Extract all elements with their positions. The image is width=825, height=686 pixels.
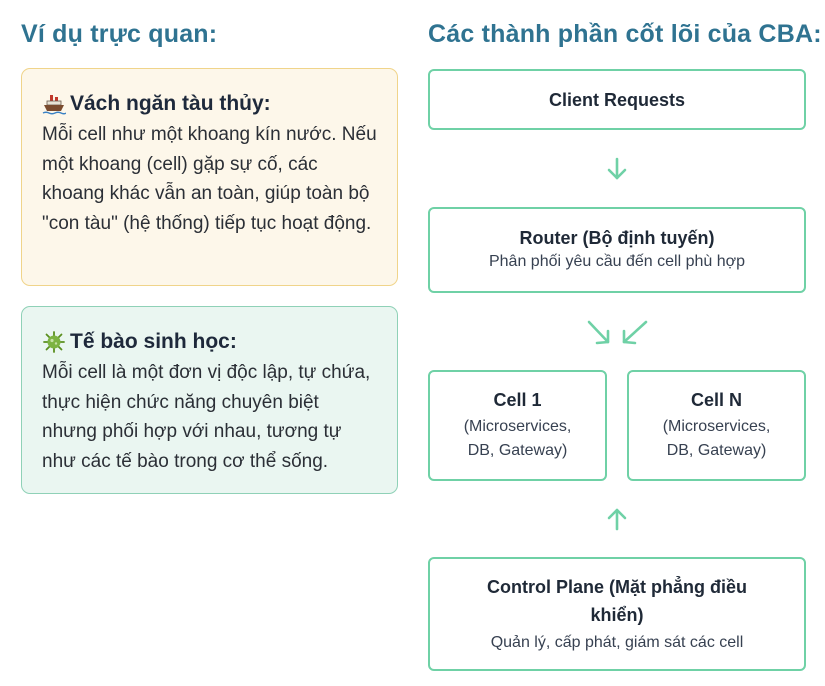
cell-1-node: Cell 1 (Microservices, DB, Gateway)	[428, 370, 607, 481]
components-heading: Các thành phần cốt lõi của CBA:	[428, 20, 822, 48]
cell-card-body: Mỗi cell là một đơn vị độc lập, tự chứa,…	[42, 362, 371, 472]
router-node: Router (Bộ định tuyến) Phân phối yêu cầu…	[428, 207, 806, 293]
split-arrows-icon	[587, 320, 648, 345]
ship-card-body: Mỗi cell như một khoang kín nước. Nếu mộ…	[42, 124, 377, 234]
cell-n-subtitle-line1: (Microservices,	[662, 418, 771, 435]
arrow-down-icon	[607, 157, 627, 180]
cell-n-subtitle-line2: DB, Gateway)	[666, 442, 767, 459]
ship-icon	[42, 92, 67, 116]
client-requests-title: Client Requests	[548, 89, 686, 110]
cell-card-title-row: Tế bào sinh học:	[42, 329, 377, 355]
router-title: Router (Bộ định tuyến)	[519, 228, 715, 248]
ship-card-title-row: Vách ngăn tàu thủy:	[42, 91, 377, 117]
ship-card-title: Vách ngăn tàu thủy:	[70, 92, 271, 115]
examples-heading: Ví dụ trực quan:	[21, 20, 218, 48]
client-requests-node: Client Requests	[428, 69, 806, 130]
arrow-up-icon	[607, 508, 627, 531]
cell-1-subtitle-line2: DB, Gateway)	[467, 442, 568, 459]
cell-1-title: Cell 1	[493, 390, 542, 410]
cell-card-title: Tế bào sinh học:	[70, 330, 237, 353]
microbe-icon	[42, 330, 66, 354]
ship-bulkhead-card: Vách ngăn tàu thủy: Mỗi cell như một kho…	[21, 68, 398, 286]
cell-n-title: Cell N	[690, 390, 742, 410]
biological-cell-card: Tế bào sinh học: Mỗi cell là một đơn vị …	[21, 306, 398, 494]
cell-n-node: Cell N (Microservices, DB, Gateway)	[627, 370, 806, 481]
cell-1-subtitle-line1: (Microservices,	[463, 418, 572, 435]
router-subtitle: Phân phối yêu cầu đến cell phù hợp	[488, 253, 745, 270]
control-plane-subtitle: Quản lý, cấp phát, giám sát các cell	[490, 634, 744, 651]
control-plane-title: Control Plane (Mặt phẳng điều khiển)	[487, 577, 747, 625]
control-plane-node: Control Plane (Mặt phẳng điều khiển) Quả…	[428, 557, 806, 671]
